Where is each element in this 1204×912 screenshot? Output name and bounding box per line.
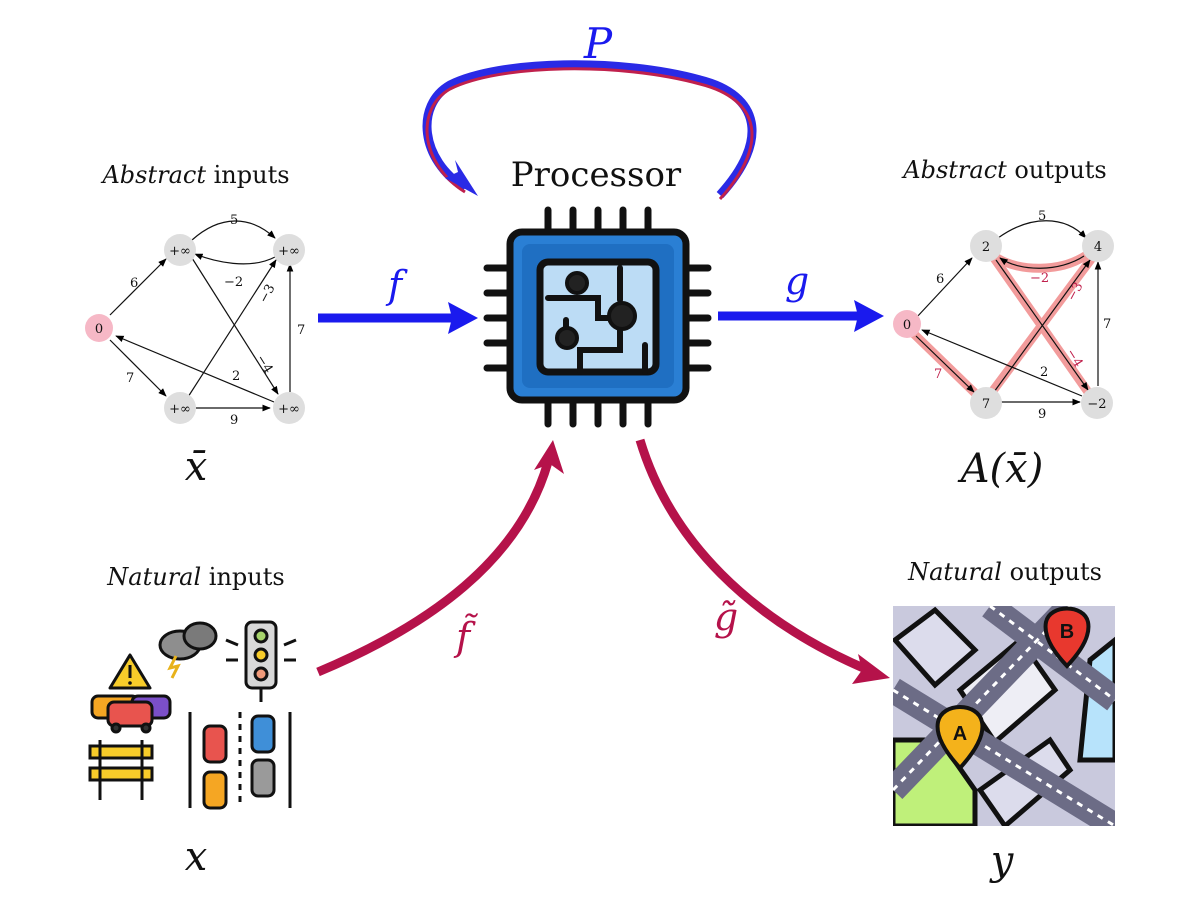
node-label: +∞ [169, 244, 191, 259]
edge-label: 7 [1103, 317, 1111, 332]
natural-outputs-heading-rest: outputs [1002, 558, 1102, 586]
graph-node [164, 234, 196, 266]
abstract-inputs-heading-rest: inputs [206, 161, 290, 189]
natural-inputs-symbol: x [185, 834, 208, 880]
road-lanes-icon [188, 712, 292, 810]
edge-label: 2 [232, 369, 240, 384]
graph-node-source [893, 310, 921, 338]
traffic-light-icon [225, 620, 297, 702]
edge-label: 5 [230, 213, 238, 228]
processor-title: Processor [511, 155, 682, 195]
edge-label: 9 [230, 413, 238, 428]
decoder-label: g [785, 259, 809, 303]
abstract-inputs-heading: Abstract inputs [100, 161, 289, 189]
edge-label: 9 [1038, 407, 1046, 422]
edge-label: 5 [1038, 209, 1046, 224]
natural-outputs-symbol: y [989, 838, 1015, 884]
natural-inputs-heading-rest: inputs [201, 563, 285, 591]
traffic-scene-icon [88, 620, 297, 810]
graph-node [1081, 387, 1113, 419]
graph-node [273, 392, 305, 424]
edge-label: −2 [224, 275, 243, 290]
abstract-outputs-graph: 0 2 4 7 −2 6 5 −2 −3 7 7 9 2 −4 [893, 209, 1114, 422]
traffic-jam-icon [90, 694, 172, 734]
processor-chip-icon [483, 206, 712, 428]
decoder-arrow [718, 300, 884, 332]
abstract-outputs-heading-italic: Abstract [901, 156, 1007, 184]
natural-encoder-label: f̃ [453, 614, 479, 659]
edge-label: 6 [130, 276, 138, 291]
graph-node-source [85, 314, 113, 342]
natural-decoder-label: g̃ [714, 595, 738, 639]
natural-outputs-heading: Natural outputs [907, 558, 1102, 586]
encoder-arrow [318, 302, 478, 334]
abstract-outputs-heading: Abstract outputs [901, 156, 1107, 184]
edge-label: 2 [1040, 365, 1048, 380]
edge-label: 7 [934, 367, 942, 382]
node-label: −2 [1087, 397, 1106, 412]
marker-a-label: A [953, 723, 967, 745]
processor-loop-label: P [583, 19, 613, 68]
edge-label: 6 [936, 272, 944, 287]
graph-node [1082, 230, 1114, 262]
warning-icon [108, 653, 152, 690]
node-label: 0 [903, 318, 911, 333]
marker-b-label: B [1060, 621, 1074, 643]
edge-label: −4 [253, 352, 276, 376]
node-label: +∞ [278, 244, 300, 259]
node-label: 7 [982, 397, 990, 412]
graph-node [970, 230, 1002, 262]
natural-outputs-heading-italic: Natural [907, 558, 1002, 586]
node-label: +∞ [278, 402, 300, 417]
road-barrier-icon [88, 740, 154, 800]
graph-node [164, 392, 196, 424]
map-marker-b-icon: B [1043, 606, 1091, 669]
processor-loop-arrow [422, 60, 757, 201]
abstract-outputs-symbol: A(x̄) [957, 446, 1044, 492]
abstract-outputs-heading-rest: outputs [1007, 156, 1107, 184]
node-label: 0 [95, 322, 103, 337]
edge-label: 7 [297, 323, 305, 338]
natural-encoder-arrow [316, 440, 564, 677]
graph-node [970, 387, 1002, 419]
natural-decoder-arrow [635, 438, 890, 684]
edge-label: −2 [1030, 271, 1049, 286]
abstract-inputs-heading-italic: Abstract [100, 161, 206, 189]
abstract-inputs-symbol: x̄ [185, 444, 208, 490]
city-map-icon: B A [893, 606, 1115, 826]
abstract-inputs-graph: 0 +∞ +∞ +∞ +∞ 6 5 −2 −3 7 7 9 2 −4 [85, 213, 305, 428]
natural-inputs-heading: Natural inputs [106, 563, 284, 591]
natural-inputs-heading-italic: Natural [106, 563, 201, 591]
edge-label: 7 [126, 371, 134, 386]
node-label: 2 [982, 240, 990, 255]
map-marker-a-icon: A [935, 705, 985, 771]
graph-node [273, 234, 305, 266]
storm-cloud-icon [158, 621, 218, 679]
encoder-label: f [385, 263, 408, 307]
node-label: 4 [1094, 240, 1102, 255]
node-label: +∞ [169, 402, 191, 417]
